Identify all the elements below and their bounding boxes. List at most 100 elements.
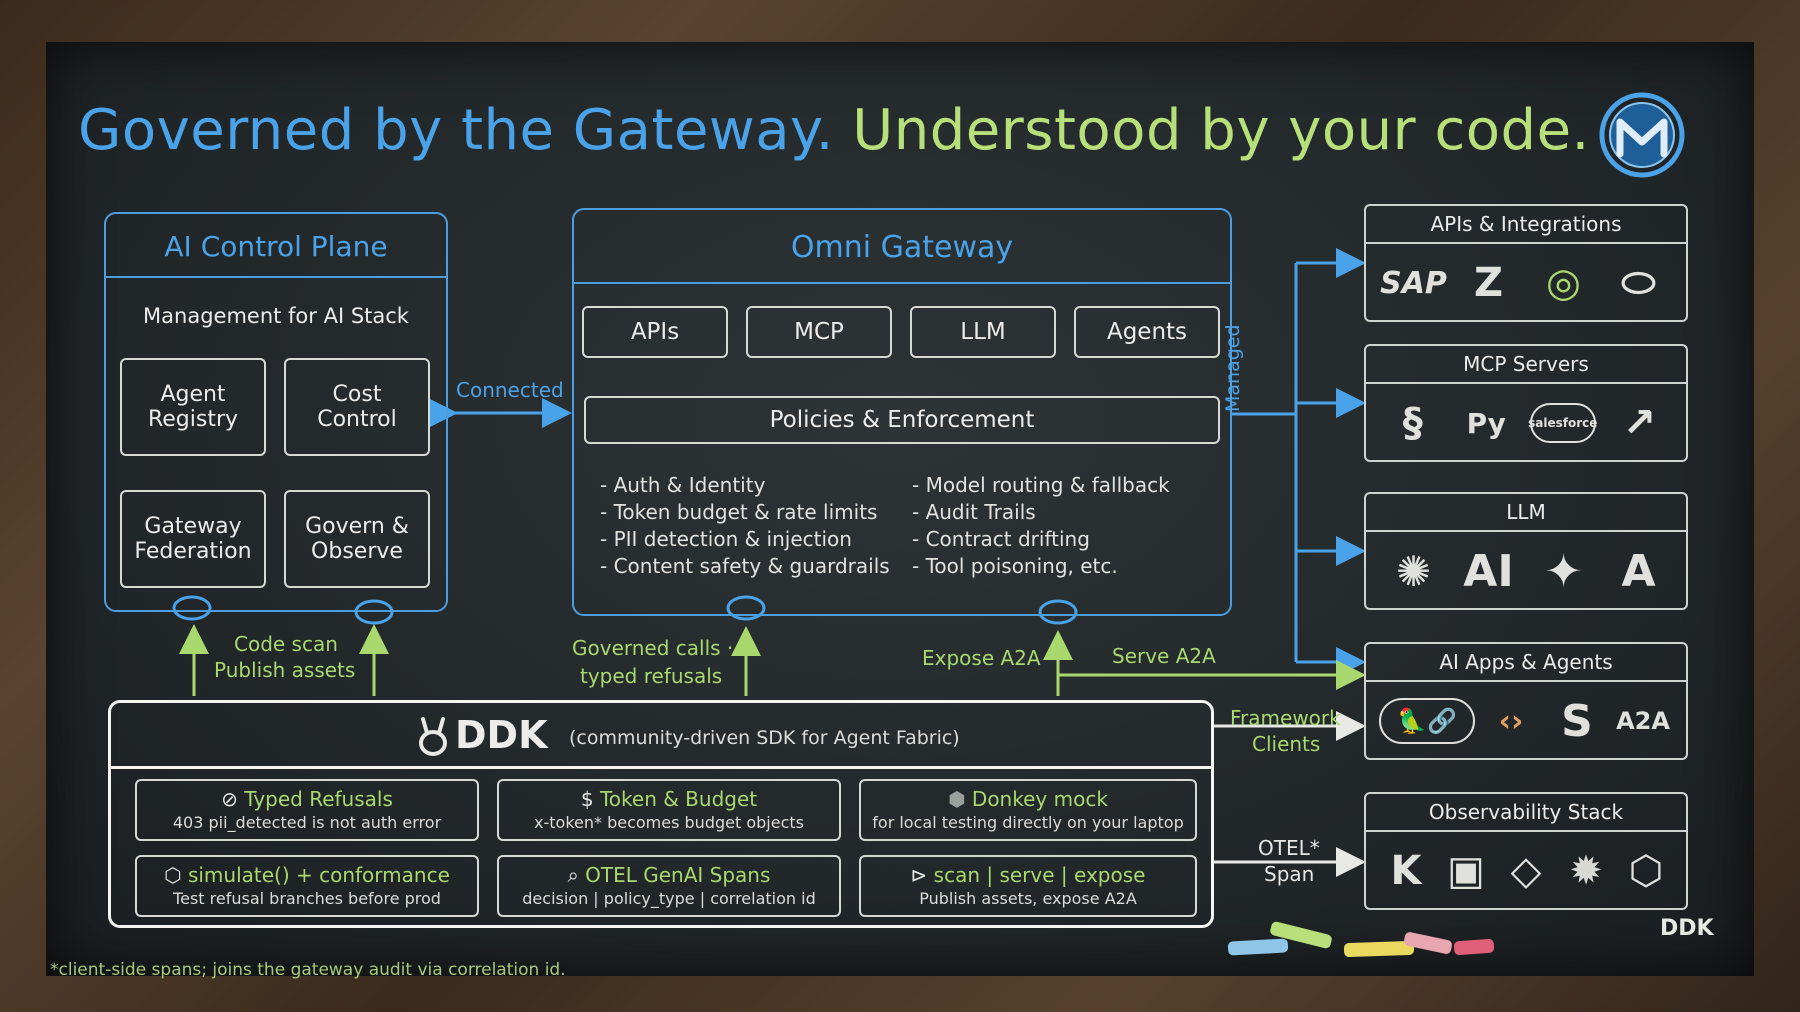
feature-desc: for local testing directly on your lapto… <box>872 813 1184 832</box>
feature-title: simulate() + conformance <box>187 863 450 887</box>
control-plane-title: AI Control Plane <box>164 230 388 263</box>
policies-banner: Policies & Enforcement <box>584 396 1220 444</box>
arrow-expose-icon: ⊳ <box>910 863 928 887</box>
feature-scan-serve-expose[interactable]: ⊳ scan | serve | expose Publish assets, … <box>859 855 1197 917</box>
feature-token-budget[interactable]: $ Token & Budget x-token* becomes budget… <box>497 779 841 841</box>
panel-title: Observability Stack <box>1366 794 1686 832</box>
framework-label: Framework <box>1230 706 1341 730</box>
span-label: Span <box>1264 862 1315 886</box>
serve-a2a-label: Serve A2A <box>1112 644 1216 668</box>
salesforce-logo-icon: salesforce <box>1528 403 1597 443</box>
policy-item: - PII detection & injection <box>600 527 852 551</box>
code-bot-icon: ‹› <box>1498 703 1524 739</box>
anthropic-logo-icon: AI <box>1463 545 1514 597</box>
code-scan-label: Code scan <box>234 632 338 656</box>
feature-simulate-conformance[interactable]: ⬡ simulate() + conformance Test refusal … <box>135 855 479 917</box>
dollar-icon: $ <box>580 787 594 811</box>
arrow-up-right-logo-icon: ↗ <box>1622 400 1656 446</box>
no-entry-icon: ⊘ <box>221 787 238 811</box>
cube-icon: ⬢ <box>948 787 966 811</box>
shield-icon: ⬡ <box>164 863 182 887</box>
page-title: Governed by the Gateway. Understood by y… <box>78 98 1590 163</box>
publish-assets-label: Publish assets <box>214 658 356 682</box>
apis-integrations-panel: APIs & Integrations SAP Z ◎ ⬭ <box>1364 204 1688 322</box>
swirl-logo-icon: S <box>1561 695 1593 747</box>
feature-typed-refusals[interactable]: ⊘ Typed Refusals 403 pii_detected is not… <box>135 779 479 841</box>
observability-stack-panel: Observability Stack K ▣ ◇ ✹ ⬡ <box>1364 792 1688 910</box>
policies-left-list: - Auth & Identity - Token budget & rate … <box>600 472 890 580</box>
title-part2: Understood by your code. <box>852 98 1590 163</box>
ddk-logo-text: DDK <box>455 713 548 757</box>
mcp-servers-panel: MCP Servers § Py salesforce ↗ <box>1364 344 1688 462</box>
python-logo-icon: Py <box>1466 406 1506 440</box>
feature-title: Donkey mock <box>971 787 1108 811</box>
sap-logo-icon: SAP <box>1380 265 1447 301</box>
panel-title: MCP Servers <box>1366 346 1686 384</box>
mcp-logo-icon: § <box>1402 400 1423 446</box>
hexagon-logo-icon: ⬡ <box>1628 848 1664 894</box>
ddk-panel: DDK (community-driven SDK for Agent Fabr… <box>108 700 1214 928</box>
panel-title: LLM <box>1366 494 1686 532</box>
omni-gateway-panel: Omni Gateway APIs MCP LLM Agents Policie… <box>572 208 1232 616</box>
langchain-logo-icon: 🦜🔗 <box>1379 698 1475 744</box>
otel-label: OTEL* <box>1258 836 1320 860</box>
feature-otel-spans[interactable]: ⌕ OTEL GenAI Spans decision | policy_typ… <box>497 855 841 917</box>
feature-donkey-mock[interactable]: ⬢ Donkey mock for local testing directly… <box>859 779 1197 841</box>
chalk-piece <box>1453 938 1495 956</box>
integration-wheel-icon: ◎ <box>1546 260 1581 306</box>
policy-item: - Token budget & rate limits <box>600 500 878 524</box>
policy-item: - Tool poisoning, etc. <box>912 554 1118 578</box>
managed-label: Managed <box>1222 324 1244 412</box>
llm-panel: LLM ✺ AI ✦ A <box>1364 492 1688 610</box>
zendesk-logo-icon: Z <box>1473 260 1503 306</box>
policy-item: - Audit Trails <box>912 500 1036 524</box>
feature-desc: decision | policy_type | correlation id <box>522 889 816 908</box>
pill-logo-icon: ⬭ <box>1621 260 1656 306</box>
mulesoft-logo-icon <box>1599 92 1685 178</box>
tab-agents[interactable]: Agents <box>1074 306 1220 358</box>
corner-ddk-logo: DDK <box>1660 916 1714 941</box>
agent-registry-cell[interactable]: Agent Registry <box>120 358 266 456</box>
grafana-logo-icon: ✹ <box>1569 848 1603 894</box>
footnote: *client-side spans; joins the gateway au… <box>50 960 566 980</box>
policy-item: - Contract drifting <box>912 527 1090 551</box>
governed-calls-label: Governed calls · <box>572 636 734 660</box>
tab-apis[interactable]: APIs <box>582 306 728 358</box>
tab-mcp[interactable]: MCP <box>746 306 892 358</box>
policies-right-list: - Model routing & fallback - Audit Trail… <box>912 472 1170 580</box>
govern-observe-cell[interactable]: Govern & Observe <box>284 490 430 588</box>
feature-title: Typed Refusals <box>244 787 393 811</box>
ai-apps-agents-panel: AI Apps & Agents 🦜🔗 ‹› S A2A <box>1364 642 1688 760</box>
title-part1: Governed by the Gateway. <box>78 98 834 163</box>
panel-title: AI Apps & Agents <box>1366 644 1686 682</box>
policy-item: - Model routing & fallback <box>912 473 1170 497</box>
chalkboard <box>46 42 1754 976</box>
typed-refusals-label: typed refusals <box>580 664 723 688</box>
feature-title: scan | serve | expose <box>933 863 1146 887</box>
tab-llm[interactable]: LLM <box>910 306 1056 358</box>
gateway-federation-cell[interactable]: Gateway Federation <box>120 490 266 588</box>
panel-title: APIs & Integrations <box>1366 206 1686 244</box>
ai-control-plane-panel: AI Control Plane Management for AI Stack… <box>104 212 448 612</box>
feature-title: Token & Budget <box>599 787 758 811</box>
feature-desc: 403 pii_detected is not auth error <box>172 813 442 832</box>
policy-item: - Content safety & guardrails <box>600 554 890 578</box>
datadog-logo-icon: ▣ <box>1447 848 1485 894</box>
cost-control-cell[interactable]: Cost Control <box>284 358 430 456</box>
control-plane-subtitle: Management for AI Stack <box>143 304 409 328</box>
azure-logo-icon: A <box>1621 545 1656 597</box>
cube-logo-icon: ◇ <box>1510 848 1542 894</box>
feature-desc: x-token* becomes budget objects <box>534 813 804 832</box>
feature-desc: Test refusal branches before prod <box>173 889 441 908</box>
openai-logo-icon: ✺ <box>1395 546 1432 596</box>
gateway-title: Omni Gateway <box>790 230 1014 265</box>
expose-a2a-label: Expose A2A <box>922 646 1041 670</box>
feature-title: OTEL GenAI Spans <box>585 863 771 887</box>
kibana-logo-icon: K <box>1390 848 1422 894</box>
feature-desc: Publish assets, expose A2A <box>919 889 1137 908</box>
ddk-subtitle: (community-driven SDK for Agent Fabric) <box>569 727 960 749</box>
donkey-icon <box>419 717 447 756</box>
connected-label: Connected <box>456 378 564 402</box>
magnifier-icon: ⌕ <box>567 863 579 887</box>
